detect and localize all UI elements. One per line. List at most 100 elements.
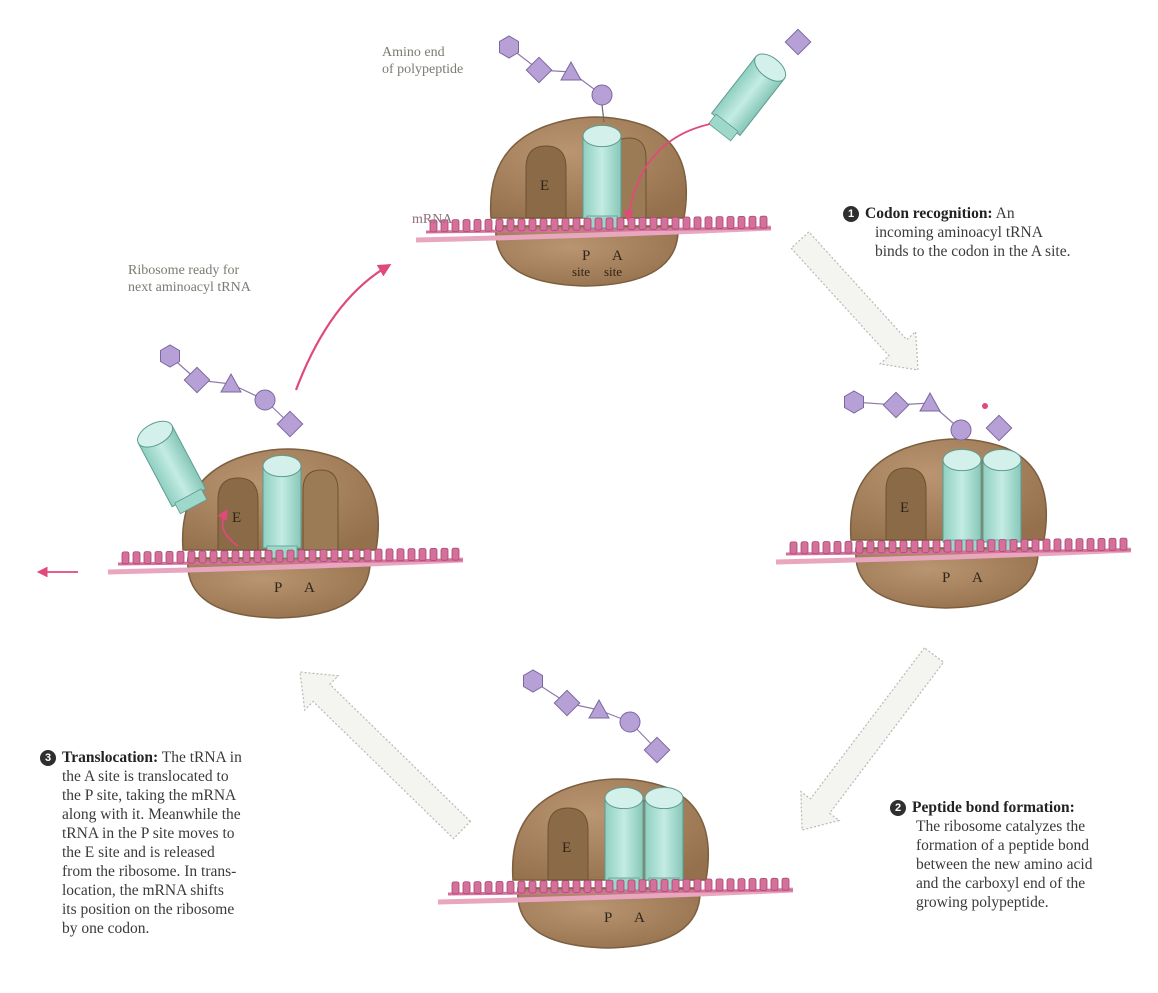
codon-base (155, 551, 162, 563)
amino-acid (592, 85, 612, 105)
codon-base (452, 882, 459, 894)
codon-base (705, 217, 712, 229)
codon-base (1032, 539, 1039, 551)
codon-base (845, 541, 852, 553)
e-site-letter: E (562, 840, 571, 856)
codon-base (1021, 539, 1028, 551)
codon-base (628, 218, 635, 230)
codon-base (276, 550, 283, 562)
p-site-letter: P (604, 910, 612, 926)
codon-base (1043, 539, 1050, 551)
codon-base (1010, 539, 1017, 551)
polypeptide-chain (785, 29, 810, 54)
codon-base (867, 541, 874, 553)
codon-base (221, 551, 228, 563)
codon-base (529, 219, 536, 231)
codon-base (342, 549, 349, 561)
cycle-arrows (296, 232, 944, 839)
amino-acid (883, 392, 908, 417)
amino-acid (500, 36, 519, 58)
codon-base (727, 216, 734, 228)
amino-acid (524, 670, 543, 692)
amino-acid (845, 391, 864, 413)
codon-base (628, 880, 635, 892)
trna-top (263, 455, 301, 476)
codon-base (188, 551, 195, 563)
codon-base (210, 551, 217, 563)
trna-top (605, 787, 643, 808)
e-site-letter: E (900, 500, 909, 516)
codon-base (716, 217, 723, 229)
codon-base (518, 219, 525, 231)
codon-base (243, 550, 250, 562)
trna-top (645, 787, 683, 808)
codon-base (889, 541, 896, 553)
trna-body (983, 460, 1021, 542)
codon-base (551, 881, 558, 893)
codon-base (1120, 538, 1127, 550)
codon-base (584, 218, 591, 230)
p-site-letter: P (582, 248, 590, 264)
codon-base (1054, 539, 1061, 551)
codon-base (878, 541, 885, 553)
codon-base (944, 540, 951, 552)
codon-base (397, 549, 404, 561)
codon-base (955, 540, 962, 552)
ribosome-ready-label: Ribosome ready for next aminoacyl tRNA (128, 262, 251, 296)
codon-base (133, 552, 140, 564)
step-1-codon-recognition: 1Codon recognition: An incoming aminoacy… (843, 204, 1153, 261)
codon-base (650, 880, 657, 892)
codon-base (463, 882, 470, 894)
amino-acid (620, 712, 640, 732)
codon-base (812, 542, 819, 554)
codon-base (507, 219, 514, 231)
codon-base (452, 220, 459, 232)
amino-acid (184, 367, 209, 392)
step-number-badge: 2 (890, 800, 906, 816)
codon-base (749, 878, 756, 890)
polypeptide-chain (524, 670, 670, 763)
codon-base (474, 882, 481, 894)
codon-base (485, 219, 492, 231)
a-site-letter: A (972, 570, 983, 586)
codon-base (661, 217, 668, 229)
trna-body (943, 460, 981, 542)
codon-base (716, 879, 723, 891)
codon-base (606, 880, 613, 892)
p-site-word: site (572, 264, 590, 279)
codon-base (966, 540, 973, 552)
codon-base (375, 549, 382, 561)
codon-base (801, 542, 808, 554)
codon-base (518, 881, 525, 893)
codon-base (540, 881, 547, 893)
amino-acid (554, 690, 579, 715)
codon-base (988, 540, 995, 552)
a-site-letter: A (304, 580, 315, 596)
codon-base (386, 549, 393, 561)
codon-base (254, 550, 261, 562)
trna-body (583, 136, 621, 218)
codon-base (320, 550, 327, 562)
codon-base (738, 879, 745, 891)
codon-base (177, 551, 184, 563)
codon-base (738, 216, 745, 228)
codon-base (364, 549, 371, 561)
p-site-letter: P (274, 580, 282, 596)
codon-base (562, 881, 569, 893)
codon-base (672, 879, 679, 891)
codon-base (540, 219, 547, 231)
amino-acid (785, 29, 810, 54)
step-3-translocation: 3Translocation: The tRNA in the A site i… (40, 748, 330, 938)
p-site-letter: P (942, 570, 950, 586)
amino-acid (526, 57, 551, 82)
codon-base (661, 879, 668, 891)
codon-base (452, 548, 459, 560)
codon-base (790, 542, 797, 554)
trna-body (605, 798, 643, 880)
codon-base (900, 541, 907, 553)
codon-base (122, 552, 129, 564)
codon-base (650, 217, 657, 229)
